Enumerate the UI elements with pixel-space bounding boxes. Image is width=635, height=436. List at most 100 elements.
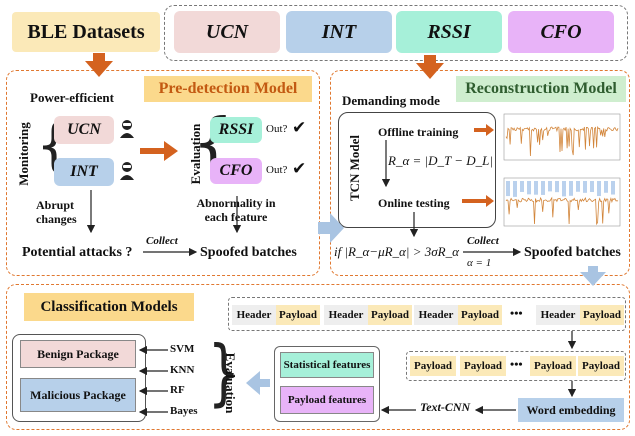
ucn-chip-label: UCN [67,121,101,138]
chart-band [576,181,580,192]
word-embedding-label: Word embedding [526,402,616,417]
cfo-chip: CFO [210,158,262,184]
word-embedding: Word embedding [518,398,624,422]
online-testing-label: Online testing [378,196,450,210]
demanding-mode-label: Demanding mode [342,93,440,108]
malicious-package-label: Malicious Package [30,387,126,402]
output-packages-group [12,334,146,422]
offline-training-label: Offline training [378,125,459,139]
rssi-chip: RSSI [210,117,262,143]
packet-header: Header [414,305,458,325]
testing-chart [498,172,624,234]
text-cnn-label: Text-CNN [420,400,471,414]
collect-label: Collect [146,235,178,247]
potential-attacks-label: Potential attacks ? [22,245,133,260]
chart-band [562,181,566,197]
payload-item: Payload [530,356,576,376]
payload-item: Payload [410,356,456,376]
power-efficient-label: Power-efficient [30,90,114,105]
features-group [164,5,628,61]
benign-package: Benign Package [20,340,136,368]
feature-rssi: RSSI [396,11,502,53]
chart-band [506,181,510,197]
classifier-brace: } [207,330,240,414]
packet-payload: Payload [458,305,502,325]
predetection-title-text: Pre-detection Model [158,80,298,97]
payload-sequence [406,351,626,381]
check-icon: ✔ [292,118,307,138]
training-chart [498,108,624,168]
feature-ucn-label: UCN [205,20,249,43]
alpha-label: α = 1 [467,257,492,269]
packet-header: Header [232,305,276,325]
payload-item: Payload [578,356,624,376]
tcn-model-label: TCN Model [347,134,362,202]
chart-band [569,181,573,196]
rssi-chip-label: RSSI [218,121,254,138]
features-group [274,346,380,422]
chart-band [555,181,559,193]
predetection-title: Pre-detection Model [144,76,312,102]
packet-header: Header [324,305,368,325]
chart-frame [503,113,621,161]
chart-band [548,181,552,192]
reconstruction-title: Reconstruction Model [456,76,626,102]
feature-int-label: INT [321,20,357,43]
feature-rssi-label: RSSI [427,20,471,43]
packet-sequence [228,297,626,331]
int-chip: INT [54,158,114,186]
packet-header: Header [536,305,580,325]
packet-payload: Payload [580,305,624,325]
collect-label: Collect [467,235,499,247]
payload-item: Payload [460,356,506,376]
out-label: Out? [266,123,288,135]
benign-package-label: Benign Package [37,346,119,361]
chart-band [583,181,587,193]
abrupt-changes-label: Abrupt changes [36,198,77,226]
feature-ucn: UCN [174,11,280,53]
spoofed-batches-label: Spoofed batches [524,245,621,260]
statistical-features: Statistical features [280,352,374,378]
chart-band [513,181,517,197]
classifier-bayes: Bayes [170,405,198,417]
monitoring-label: Monitoring [16,122,31,186]
chart-band [597,181,601,197]
abnormality-label: Abnormality in each feature [196,196,276,224]
spoofed-batches-label: Spoofed batches [200,245,297,260]
chart-series-line [505,196,619,226]
chart-band [541,181,545,195]
classification-panel [6,284,630,430]
chart-band [611,181,615,195]
packet-payload: Payload [276,305,320,325]
classifier-knn: KNN [170,364,195,376]
cfo-chip-label: CFO [219,162,253,179]
ellipsis: ••• [510,357,523,371]
ucn-chip: UCN [54,116,114,144]
chart-band [520,181,524,192]
ble-datasets-box: BLE Datasets [12,12,160,52]
chart-band [534,181,538,195]
tcn-box [338,112,496,228]
chart-band [527,181,531,195]
ellipsis: ••• [510,306,523,320]
hacker-icon [117,160,137,182]
classification-title: Classification Models [24,293,194,321]
classifier-svm: SVM [170,343,195,355]
chart-band [590,181,594,193]
reconstruction-formula: R_α = |D_T − D_L| [388,153,493,168]
predetection-panel [6,70,320,276]
malicious-package: Malicious Package [20,378,136,412]
chart-series-line [505,125,619,157]
out-label: Out? [266,164,288,176]
feature-cfo: CFO [508,11,614,53]
reconstruction-panel [330,70,630,276]
hacker-icon [117,118,137,140]
int-chip-label: INT [70,163,98,180]
classifier-rf: RF [170,384,185,396]
ble-datasets-label: BLE Datasets [27,20,145,43]
check-icon: ✔ [292,159,307,179]
feature-cfo-label: CFO [540,20,582,43]
evaluation-label: Evaluation [223,352,238,414]
statistical-features-label: Statistical features [283,359,371,371]
